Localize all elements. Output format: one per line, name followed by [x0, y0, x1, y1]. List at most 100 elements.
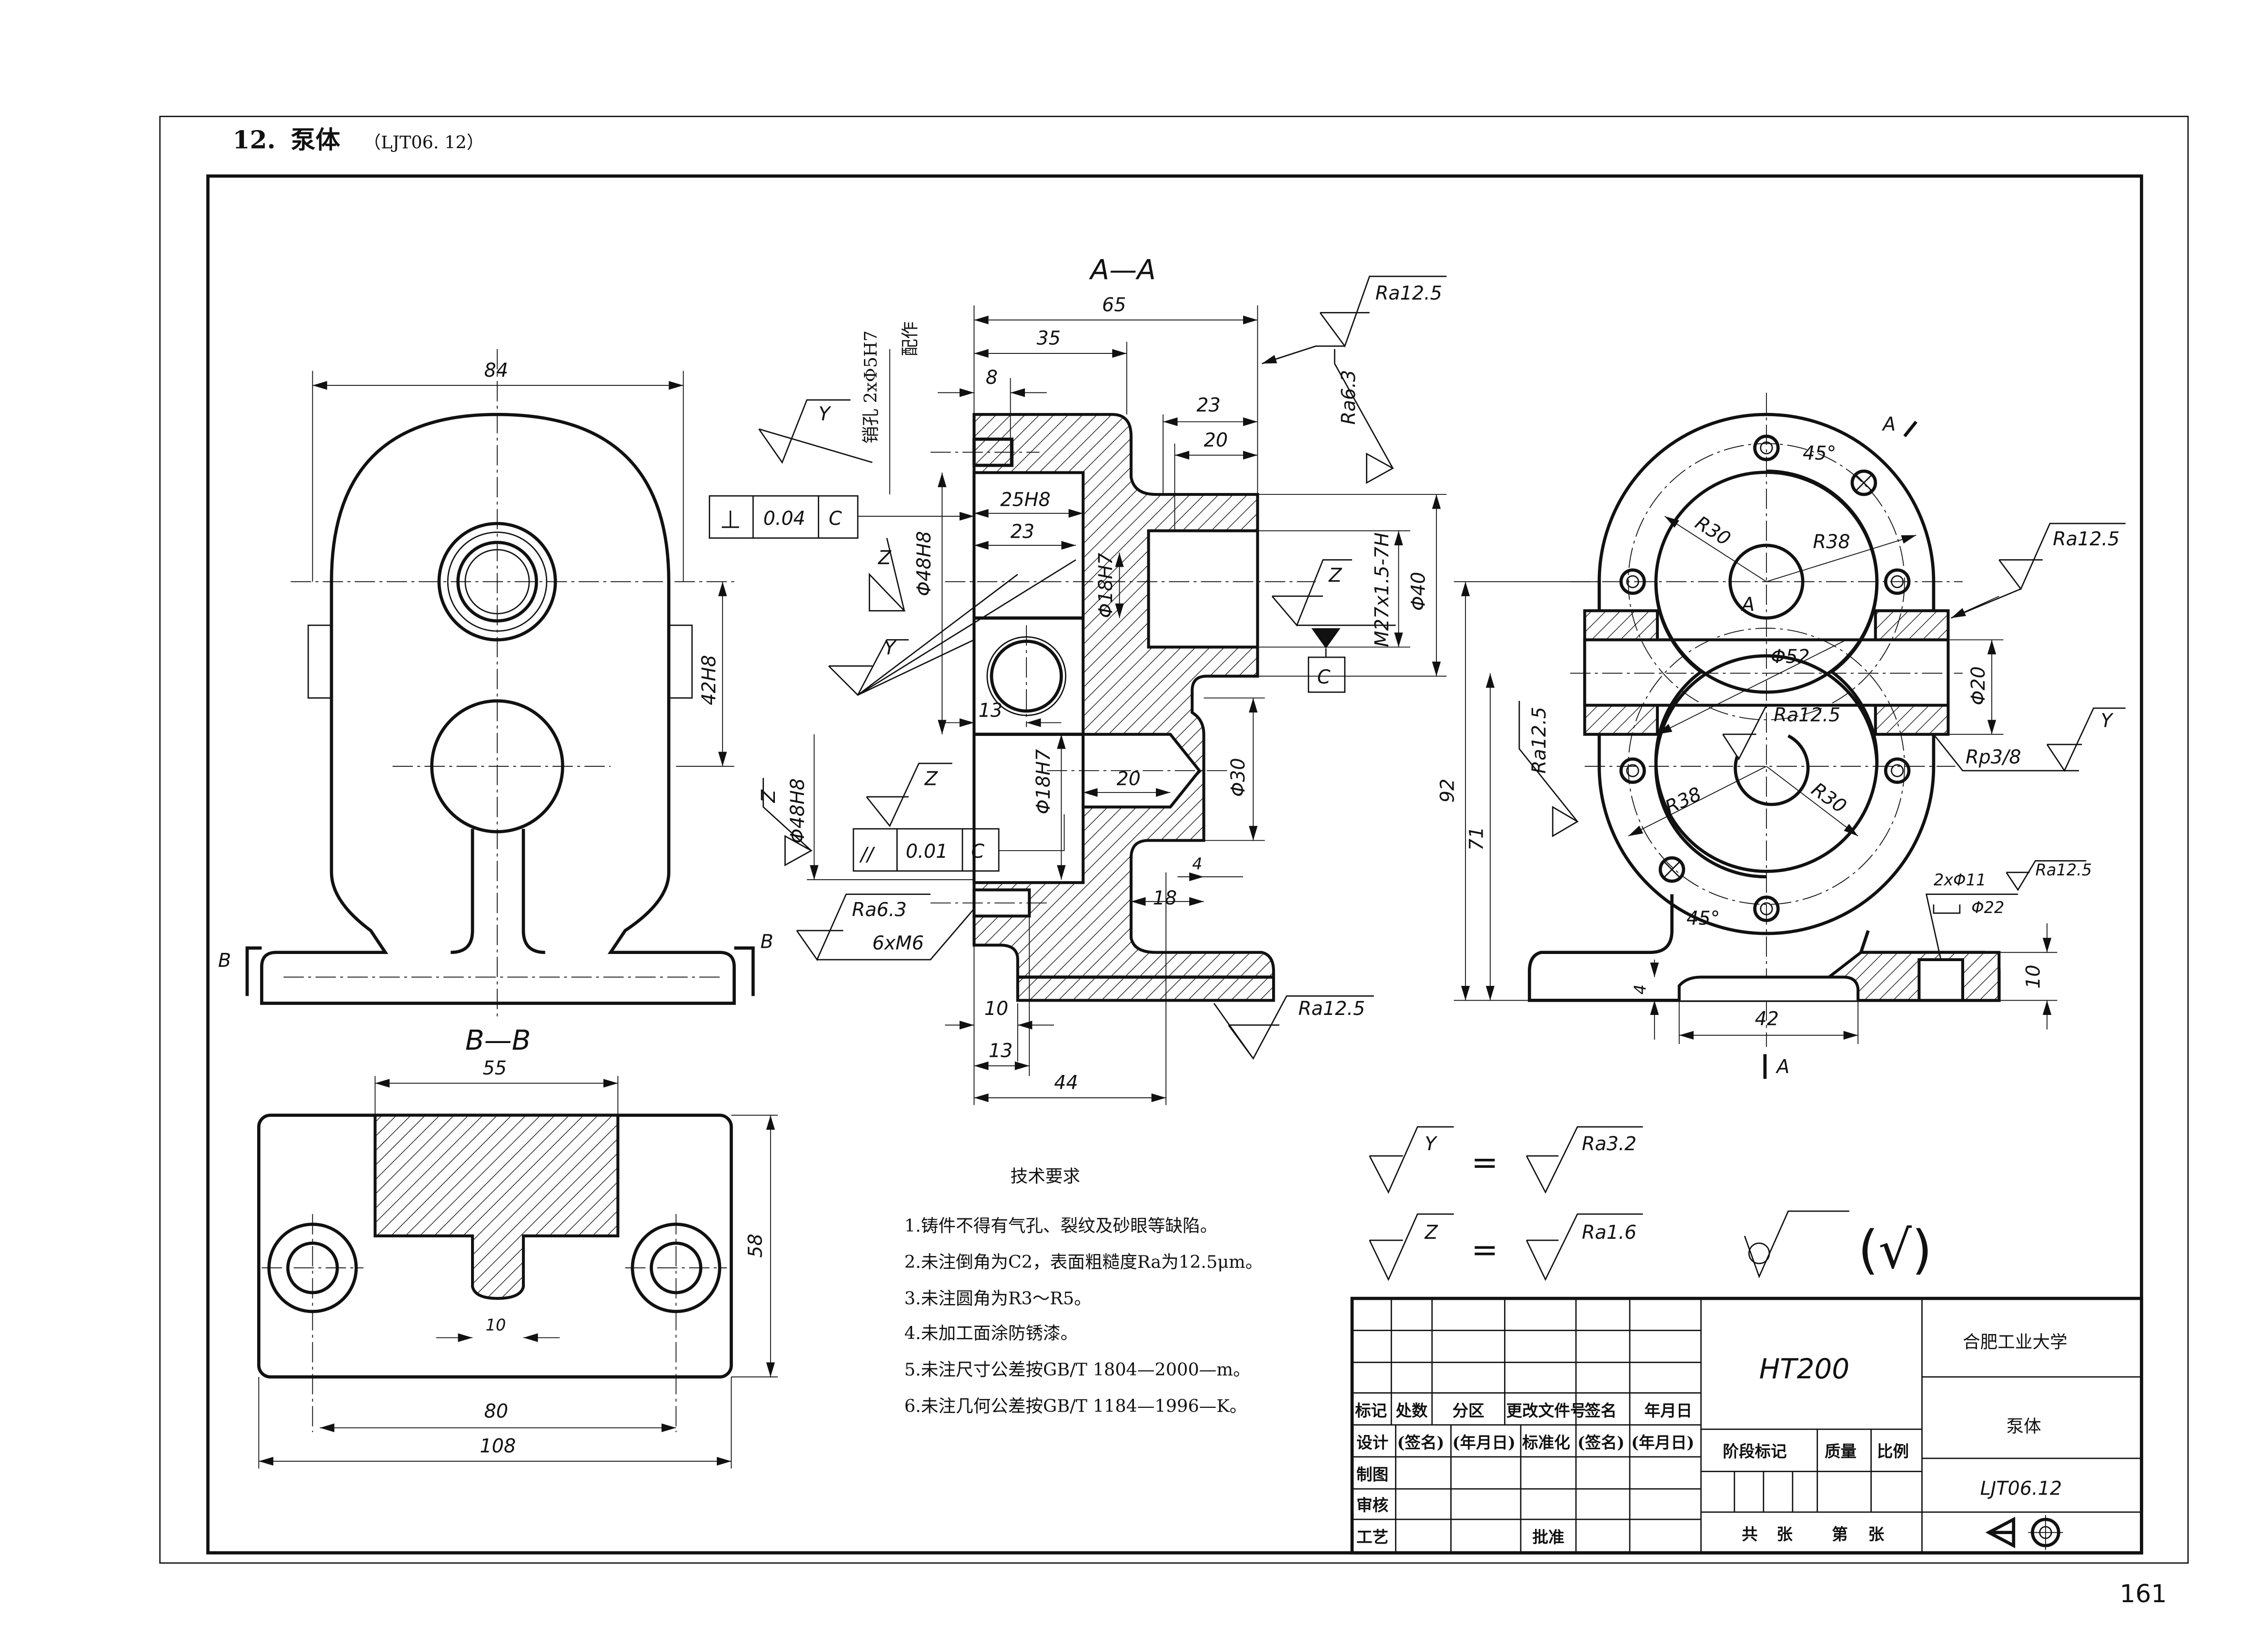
svg-text:年月日: 年月日	[1644, 1401, 1692, 1420]
perpendicularity-tolerance-frame: ⊥ 0.04 C	[709, 495, 974, 539]
dim-4-side: 4	[1631, 984, 1650, 994]
dim-71: 71	[1466, 827, 1488, 851]
roughness-base-hole: Ra12.5	[2036, 861, 2092, 879]
dim-23-top: 23	[1196, 394, 1220, 416]
bolt-holes	[1619, 434, 1911, 922]
dim-phi40: Φ40	[1408, 572, 1430, 611]
svg-text:(签名): (签名)	[1577, 1433, 1625, 1452]
dim-phi18h7-bottom: Φ18H7	[1033, 749, 1054, 814]
dim-20-top: 20	[1204, 429, 1228, 451]
dia-phi20: Φ20	[1967, 666, 1989, 705]
dim-8: 8	[986, 367, 998, 389]
dim-108: 108	[480, 1435, 516, 1457]
svg-text:批准: 批准	[1532, 1527, 1564, 1546]
svg-text:Y: Y	[1425, 1133, 1438, 1155]
svg-text:=: =	[1471, 1231, 1498, 1268]
svg-text:(√): (√)	[1858, 1219, 1932, 1280]
svg-text:共: 共	[1742, 1525, 1758, 1544]
section-mark-a-bottom: A	[1775, 1056, 1789, 1078]
pipe-thread-rp3-8: Rp3/8	[1966, 746, 2021, 768]
svg-text:张: 张	[1868, 1525, 1885, 1544]
radius-r38-top: R38	[1813, 531, 1850, 553]
roughness-z-bore: Z	[878, 547, 892, 569]
dim-13-base: 13	[989, 1040, 1013, 1062]
svg-text:比例: 比例	[1877, 1442, 1909, 1461]
dim-92: 92	[1437, 779, 1459, 803]
svg-text:(年月日): (年月日)	[1453, 1433, 1515, 1452]
roughness-z-thread: Z	[1328, 564, 1342, 586]
dim-phi18h7-top: Φ18H7	[1095, 553, 1117, 618]
header-code: （LJT06. 12）	[363, 132, 484, 153]
svg-text:Z: Z	[1425, 1222, 1438, 1244]
parallelism-tolerance-frame: // 0.01 C	[853, 814, 1065, 872]
drawing-number: LJT06.12	[1980, 1477, 2062, 1499]
thread-6xm6: 6xM6	[873, 933, 924, 954]
tech-item: 2.未注倒角为C2，表面粗糙度Ra为12.5μm。	[904, 1252, 1263, 1272]
dia-phi52: Φ52	[1771, 646, 1810, 668]
dim-10: 10	[486, 1315, 506, 1334]
section-aa-title: A—A	[1088, 253, 1155, 286]
dim-18: 18	[1153, 887, 1177, 909]
roughness-z-parallel: Z	[924, 768, 938, 790]
svg-text:0.01: 0.01	[906, 841, 948, 863]
sheet-header: 12. 泵体 （LJT06. 12）	[232, 126, 484, 155]
tech-item: 6.未注几何公差按GB/T 1184—1996—K。	[904, 1395, 1247, 1416]
roughness-center: Ra12.5	[1774, 704, 1840, 726]
dim-25h8: 25H8	[1000, 489, 1051, 511]
roughness-y-pin: Y	[819, 403, 832, 425]
tech-item: 3.未注圆角为R3～R5。	[904, 1288, 1092, 1308]
dim-m27-thread: M27x1.5-7H	[1371, 532, 1393, 647]
outer-frame	[159, 116, 2189, 1564]
svg-text:(签名): (签名)	[1397, 1433, 1445, 1452]
svg-text:更改文件号: 更改文件号	[1506, 1401, 1586, 1420]
svg-text:签名: 签名	[1585, 1401, 1616, 1420]
tech-requirements-title: 技术要求	[1011, 1166, 1081, 1186]
radius-r30-top: R30	[1691, 512, 1735, 550]
part-name: 泵体	[2007, 1416, 2041, 1436]
svg-text:⊥: ⊥	[720, 505, 741, 534]
dim-65: 65	[1102, 294, 1126, 316]
radius-r38-bottom: R38	[1662, 783, 1705, 819]
section-mark-b-right: B	[760, 931, 773, 953]
tech-requirements: 技术要求 1.铸件不得有气孔、裂纹及砂眼等缺陷。 2.未注倒角为C2，表面粗糙度…	[904, 1166, 1263, 1416]
pin-hole-fit-note: 配作	[900, 321, 920, 356]
svg-text:张: 张	[1776, 1525, 1793, 1544]
header-title: 泵体	[291, 126, 341, 155]
pin-hole-note: 销孔 2xΦ5H7	[861, 331, 881, 443]
dim-20-hole: 20	[1116, 768, 1140, 790]
roughness-ra12-5-top: Ra12.5	[1375, 282, 1442, 304]
dim-phi30: Φ30	[1227, 758, 1249, 797]
header-number: 12.	[232, 126, 275, 155]
dim-84: 84	[484, 360, 508, 381]
svg-text:设计: 设计	[1356, 1433, 1388, 1452]
title-block: 标记 处数 分区 更改文件号 签名 年月日 设计 (签名) (年月日) 标准化 …	[1350, 1296, 2143, 1555]
dim-4: 4	[1192, 855, 1202, 873]
dim-phi48h8-top: Φ48H8	[913, 531, 935, 596]
dim-23-mid: 23	[1011, 521, 1034, 543]
tech-item: 4.未加工面涂防锈漆。	[904, 1323, 1078, 1344]
roughness-y-faces: Y	[884, 637, 897, 659]
svg-text:分区: 分区	[1453, 1401, 1485, 1420]
roughness-z-bore-bottom: Z	[758, 789, 780, 803]
section-mark-b-left: B	[218, 950, 231, 972]
section-mark-a-top: A	[1881, 413, 1896, 435]
svg-text:质量: 质量	[1825, 1442, 1857, 1461]
svg-text:审核: 审核	[1356, 1495, 1389, 1515]
roughness-ra6-3-bottom: Ra6.3	[852, 899, 907, 921]
dim-44: 44	[1054, 1072, 1078, 1094]
svg-text:处数: 处数	[1395, 1401, 1428, 1420]
svg-text:第: 第	[1832, 1525, 1848, 1544]
svg-text:Ra1.6: Ra1.6	[1582, 1222, 1636, 1244]
surface-roughness-legend: Y = Ra3.2 Z = Ra1.6 (√)	[1369, 1126, 1932, 1281]
section-b-b: B—B 55 10 80 108 58	[257, 1024, 778, 1469]
svg-text:Ra3.2: Ra3.2	[1582, 1133, 1636, 1155]
dim-10-side: 10	[2023, 965, 2045, 989]
roughness-right: Ra12.5	[2053, 528, 2119, 550]
svg-text:标记: 标记	[1355, 1401, 1387, 1420]
svg-text:制图: 制图	[1356, 1465, 1388, 1484]
radius-r30-bottom: R30	[1807, 778, 1850, 817]
dim-13-mid: 13	[978, 700, 1002, 722]
section-a-a: A—A 65 35 8 23 20 25H8 23	[709, 253, 1447, 1105]
roughness-ra12-5-base: Ra12.5	[1298, 998, 1365, 1020]
